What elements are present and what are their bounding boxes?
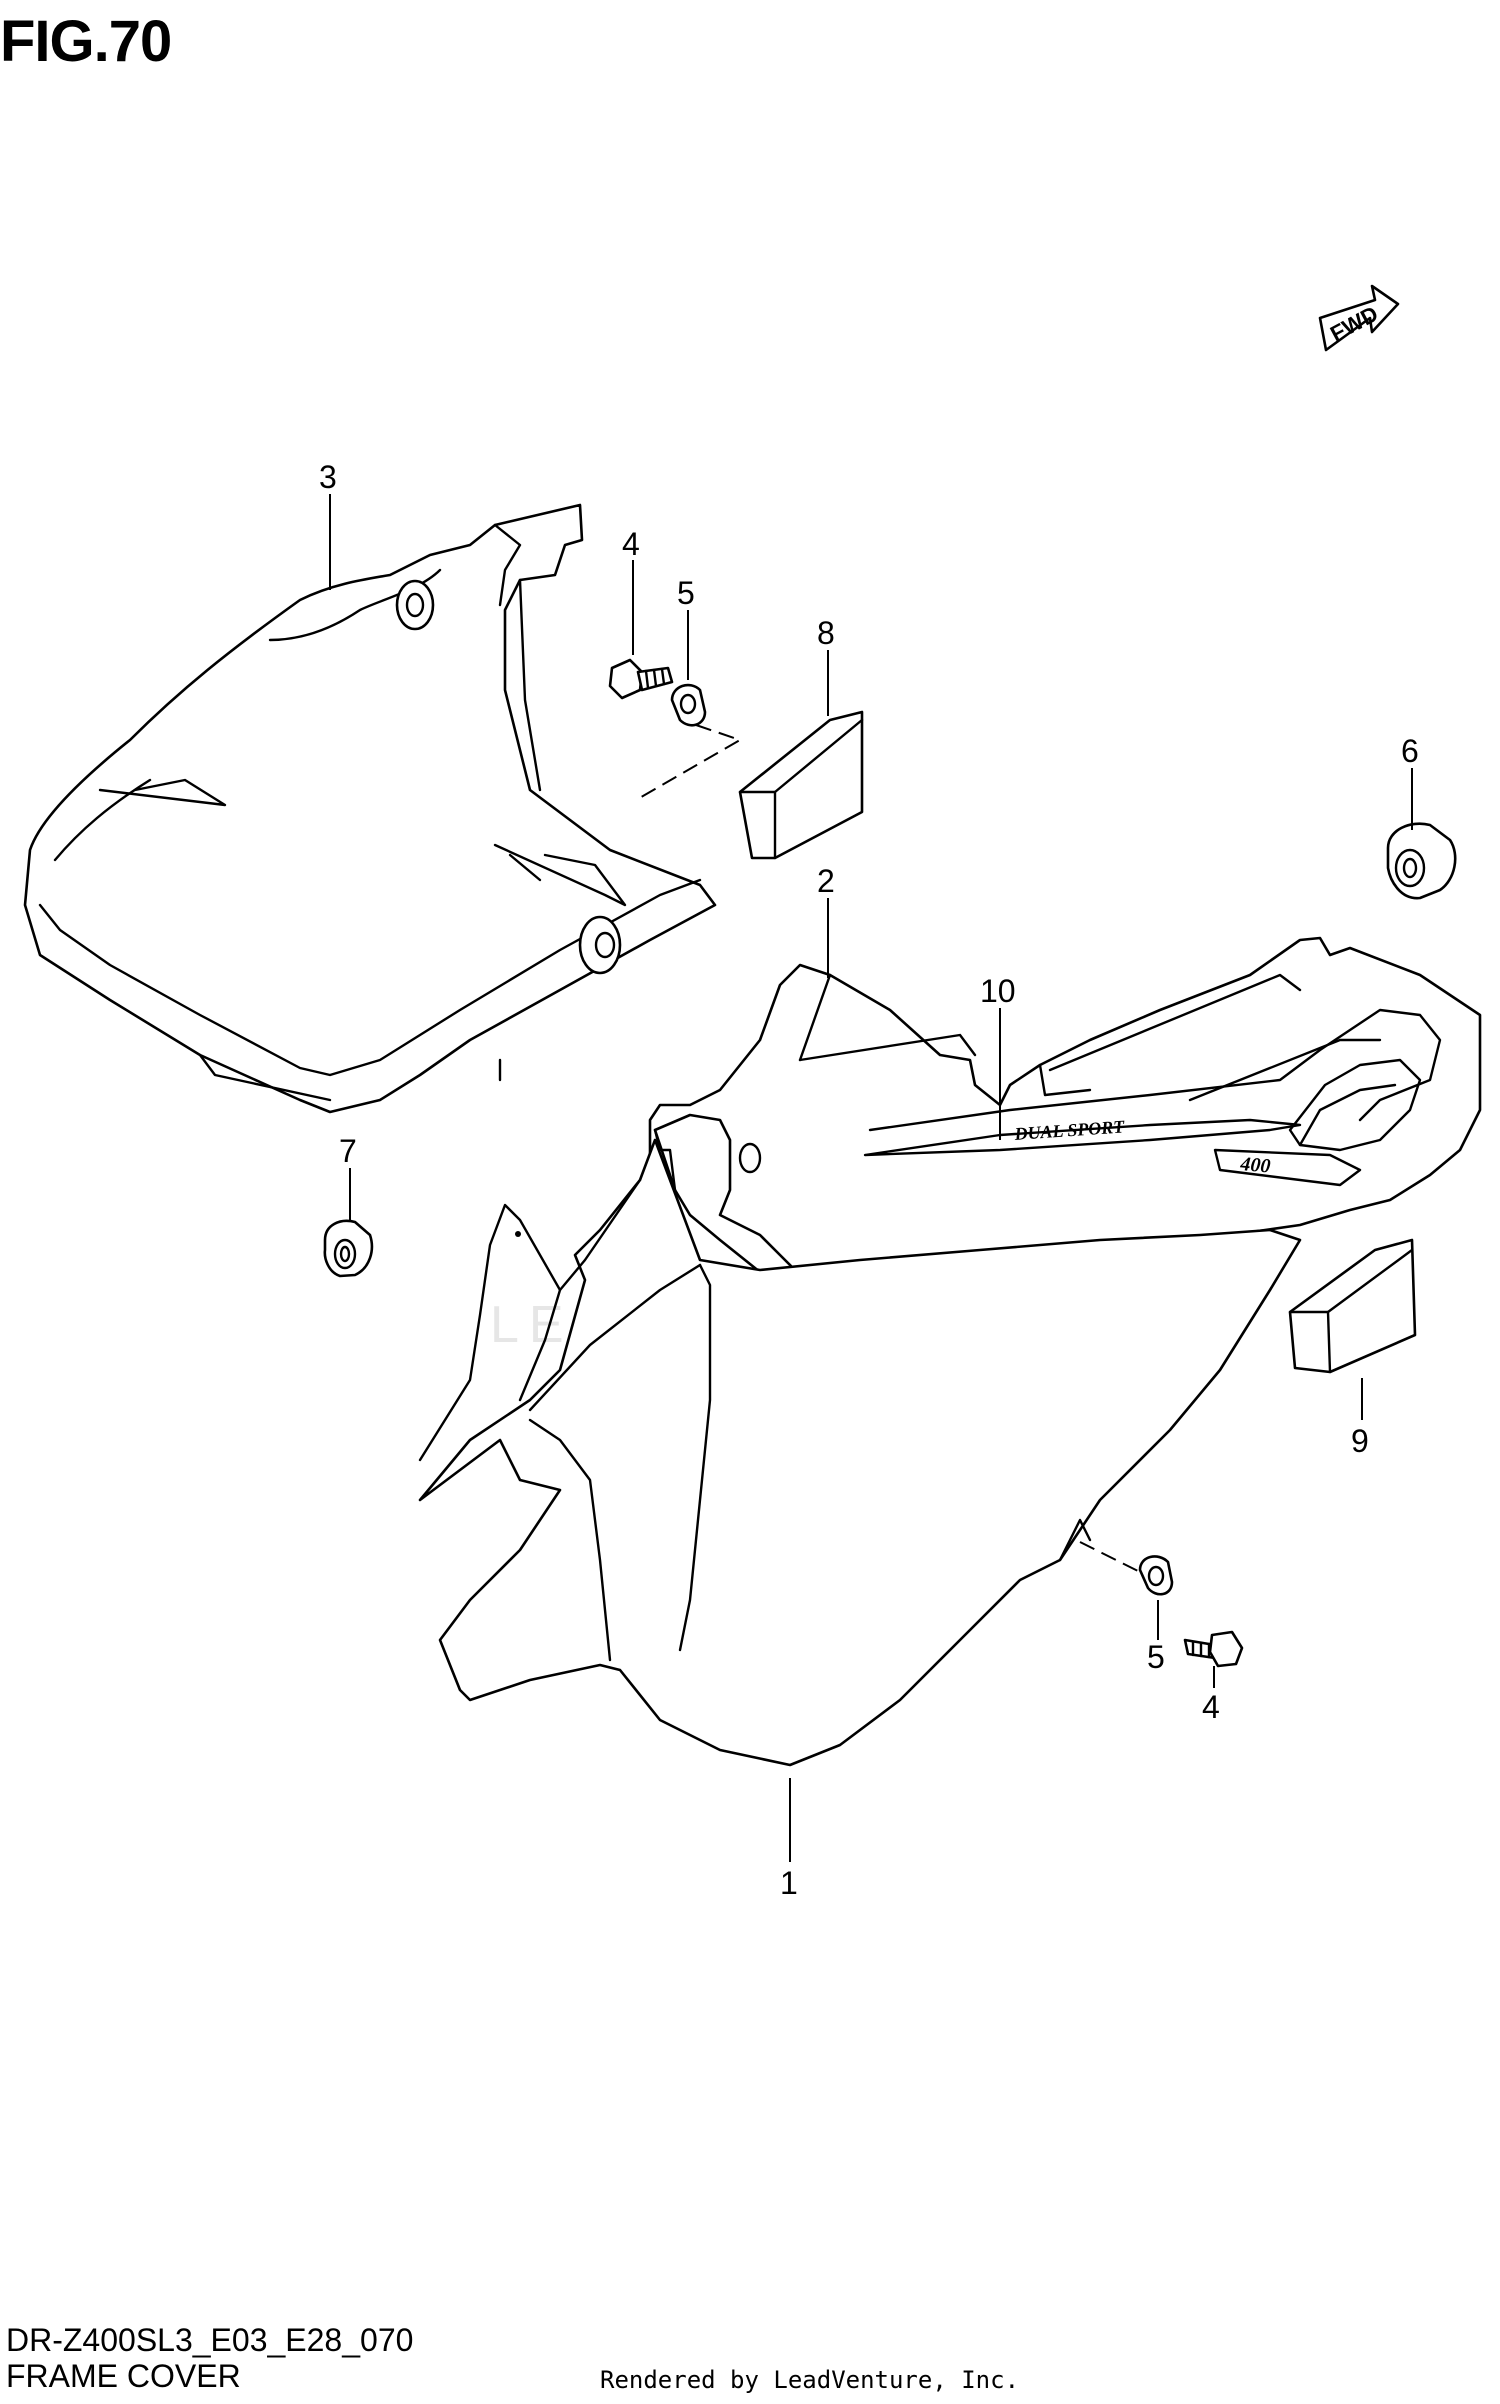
callout-5-upper: 5: [677, 575, 695, 611]
bolt-lower: [1183, 1630, 1244, 1668]
callout-3: 3: [319, 459, 337, 495]
washer-upper: [670, 683, 707, 727]
assembly-line-upper: [635, 724, 743, 801]
assembly-line-lower: [1079, 1541, 1141, 1573]
callout-1: 1: [780, 1865, 798, 1901]
callout-4-lower: 4: [1202, 1689, 1220, 1725]
fwd-arrow-icon: FWD: [1318, 284, 1400, 352]
diagram-caption: FRAME COVER: [6, 2358, 241, 2394]
diagram-code: DR-Z400SL3_E03_E28_070: [6, 2322, 414, 2358]
callout-5-lower: 5: [1147, 1639, 1165, 1675]
decal-text-2: 400: [1239, 1153, 1272, 1178]
render-credit: Rendered by LeadVenture, Inc.: [600, 2366, 1020, 2394]
frame-cover-right: DUAL SPORT 400: [418, 936, 1482, 1767]
callout-2: 2: [817, 863, 835, 899]
callout-6: 6: [1401, 733, 1419, 769]
grommet-7: [323, 1219, 374, 1278]
figure-title: FIG.70: [0, 9, 172, 74]
frame-cover-left: [23, 503, 717, 1114]
cushion-pad-lower: [1288, 1238, 1417, 1374]
callout-7: 7: [339, 1133, 357, 1169]
bolt-upper: [608, 658, 674, 700]
callout-4-upper: 4: [622, 526, 640, 562]
callout-9: 9: [1351, 1423, 1369, 1459]
cushion-pad-upper: [738, 710, 864, 860]
washer-lower: [1138, 1555, 1174, 1596]
callout-10: 10: [980, 973, 1016, 1009]
callout-8: 8: [817, 615, 835, 651]
grommet-6: [1386, 822, 1457, 900]
